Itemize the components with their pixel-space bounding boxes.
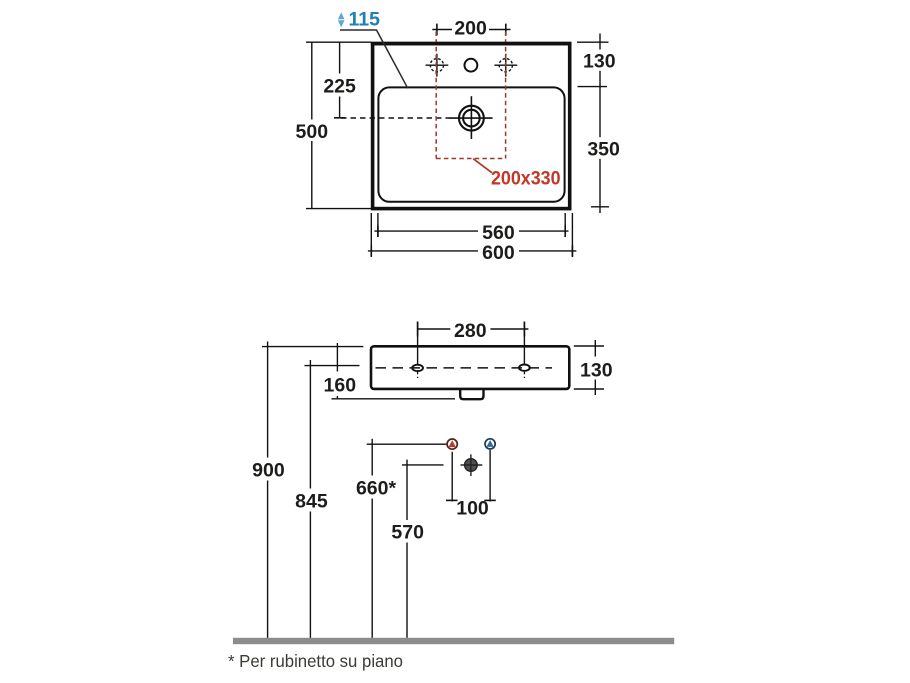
svg-text:350: 350 [587,139,620,161]
svg-text:200: 200 [454,17,487,39]
svg-text:280: 280 [454,320,487,342]
svg-text:225: 225 [323,76,356,98]
svg-text:600: 600 [482,242,515,264]
svg-text:570: 570 [391,522,424,544]
svg-text:* Per rubinetto su piano: * Per rubinetto su piano [228,651,403,671]
svg-text:560: 560 [482,222,515,244]
svg-text:500: 500 [296,121,329,143]
svg-text:130: 130 [580,359,613,381]
svg-text:115: 115 [349,8,381,30]
svg-text:845: 845 [295,491,328,513]
svg-text:100: 100 [456,498,489,520]
svg-text:200x330: 200x330 [491,167,561,189]
svg-text:660*: 660* [356,478,397,500]
svg-text:160: 160 [324,375,357,397]
svg-text:900: 900 [252,459,285,481]
svg-text:130: 130 [583,51,616,73]
